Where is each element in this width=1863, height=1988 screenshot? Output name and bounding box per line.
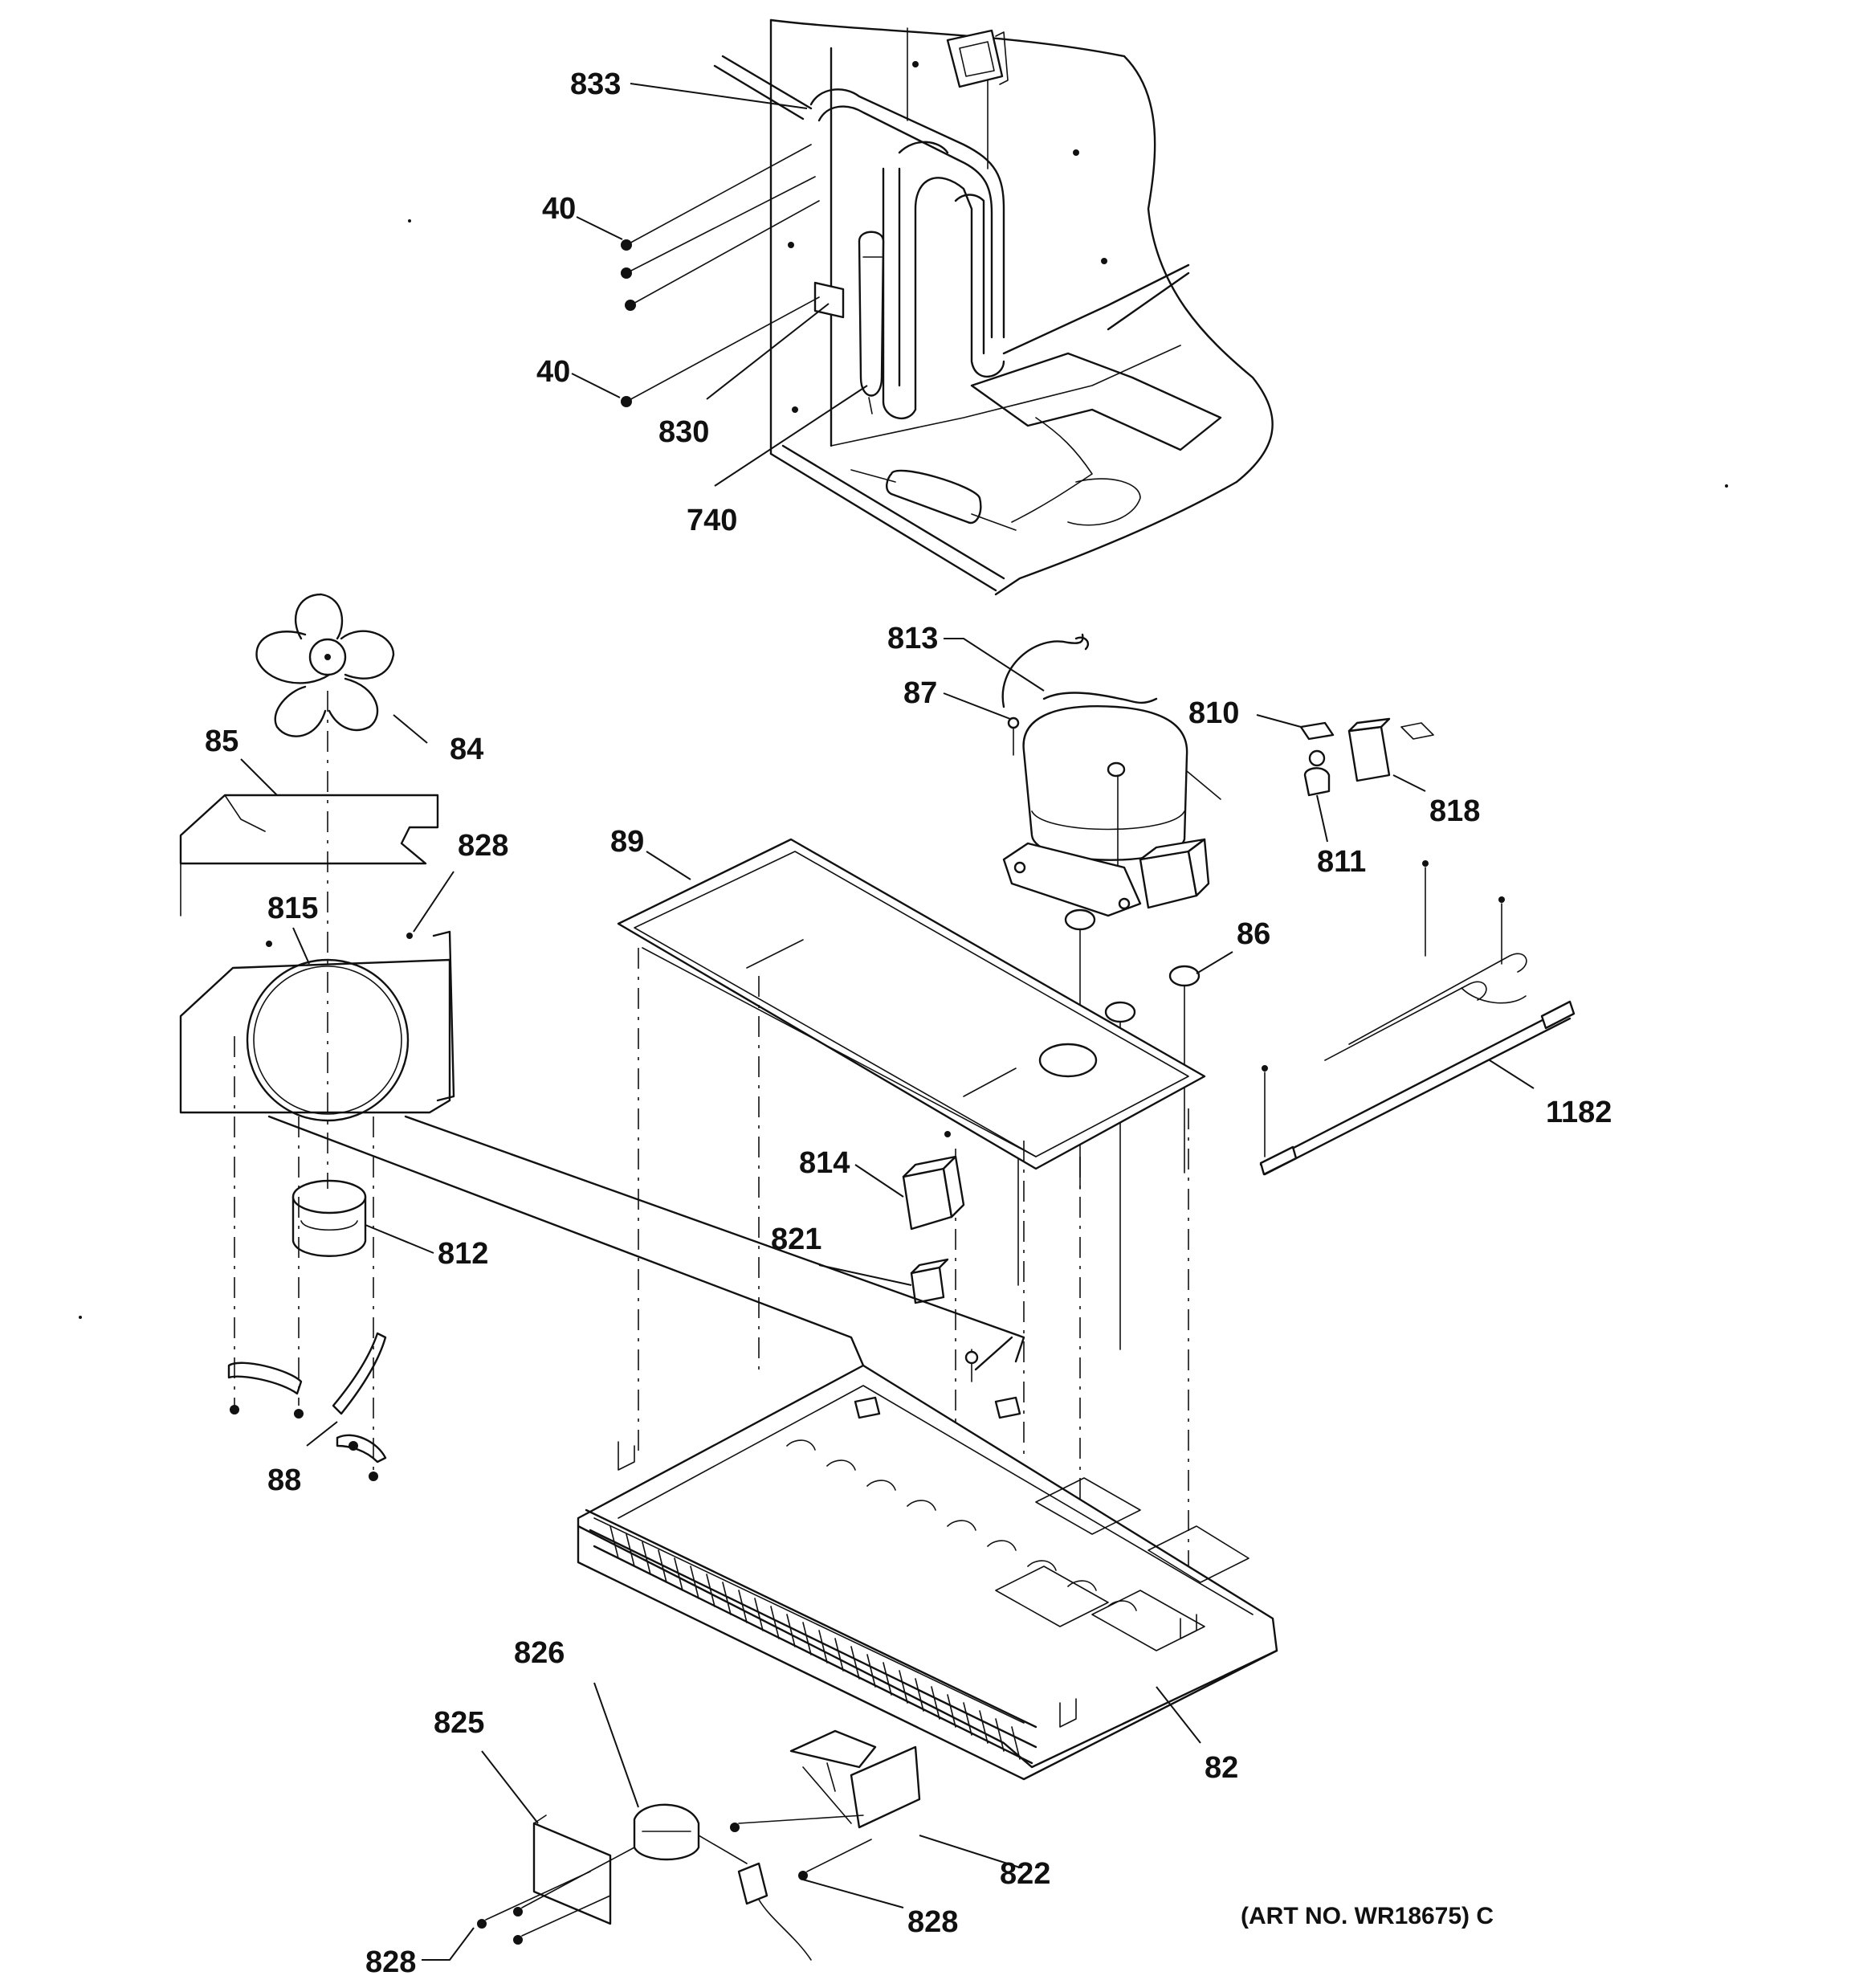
label-812: 812 <box>438 1237 488 1271</box>
part-labels: 833 40 40 830 740 813 87 810 818 811 85 … <box>205 67 1612 1979</box>
fan-motor-812 <box>291 1179 367 1257</box>
power-cord-harness <box>1259 860 1576 1176</box>
label-86: 86 <box>1237 917 1270 951</box>
label-813: 813 <box>887 622 938 655</box>
art-number: (ART NO. WR18675) C <box>1241 1903 1494 1929</box>
label-828-right: 828 <box>907 1905 958 1939</box>
label-821: 821 <box>771 1223 821 1256</box>
label-811: 811 <box>1317 845 1366 879</box>
wiring-lines <box>267 1115 1025 1371</box>
shroud-cover-85 <box>179 794 439 916</box>
base-pan-82 <box>577 1364 1278 1781</box>
label-814: 814 <box>799 1146 850 1180</box>
label-830: 830 <box>658 415 709 449</box>
label-1182: 1182 <box>1546 1096 1612 1129</box>
label-828-lower: 828 <box>365 1945 416 1979</box>
label-810: 810 <box>1188 696 1239 730</box>
label-82: 82 <box>1205 1751 1238 1785</box>
bracket-822 <box>730 1729 921 1880</box>
capacitor-814 <box>902 1131 965 1231</box>
label-828-upper: 828 <box>458 829 508 863</box>
label-84: 84 <box>450 733 483 766</box>
fan-shroud-815 <box>179 930 455 1122</box>
capacitor-821 <box>910 1258 979 1382</box>
label-89: 89 <box>610 825 644 859</box>
relay-overload-parts <box>1299 717 1434 797</box>
label-740: 740 <box>687 504 737 537</box>
bracket-plate-825 <box>477 1815 635 1945</box>
label-87: 87 <box>903 676 937 710</box>
label-40-lower: 40 <box>536 355 570 389</box>
leader-lines <box>240 83 1535 1961</box>
label-88: 88 <box>267 1463 301 1497</box>
label-826: 826 <box>514 1636 565 1670</box>
label-815: 815 <box>267 892 318 925</box>
screws-40 <box>621 144 820 407</box>
label-822: 822 <box>1000 1857 1050 1891</box>
fan-blade-84 <box>255 593 395 737</box>
label-833: 833 <box>570 67 621 101</box>
coil-fins <box>609 1525 1021 1760</box>
label-825: 825 <box>434 1706 484 1740</box>
fan-exploded-axes <box>234 691 374 1470</box>
damper-826 <box>633 1803 812 1961</box>
label-818: 818 <box>1429 794 1480 828</box>
motor-brackets-88 <box>227 1332 387 1481</box>
label-40-upper: 40 <box>542 192 576 226</box>
cabinet-corner-assembly <box>713 18 1274 596</box>
coil-bends <box>786 1439 1137 1611</box>
drain-pan-89 <box>617 838 1206 1170</box>
label-85: 85 <box>205 725 238 758</box>
compressor-assembly <box>1001 633 1221 917</box>
